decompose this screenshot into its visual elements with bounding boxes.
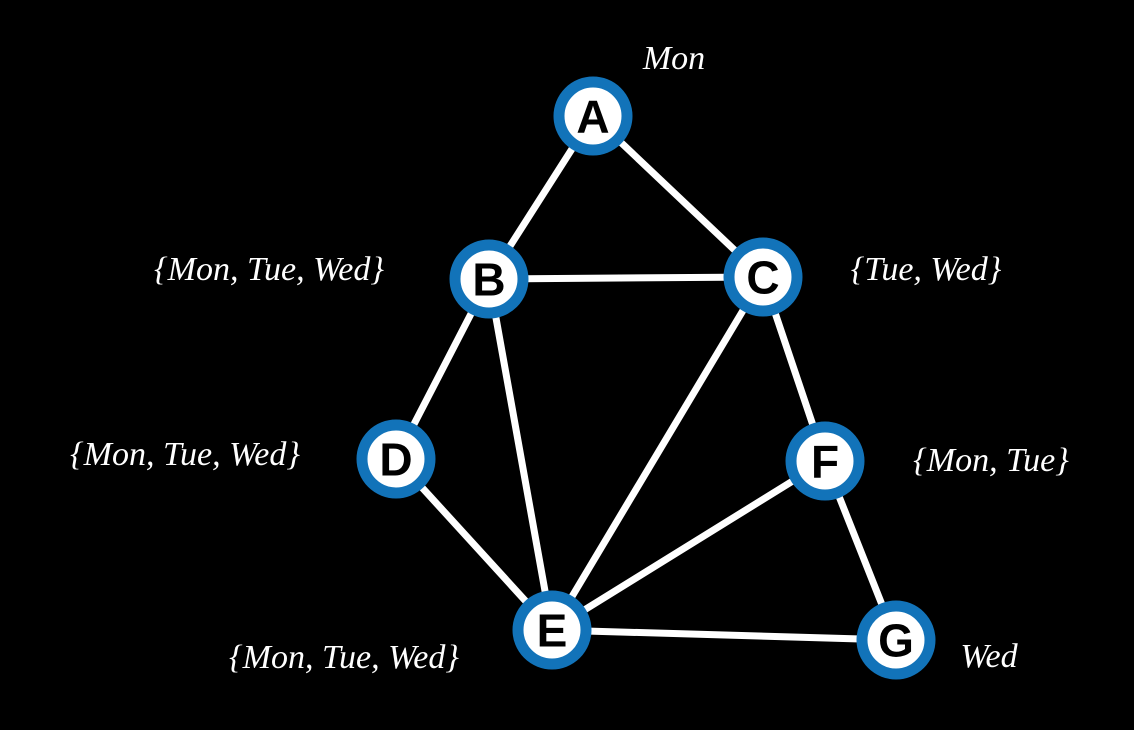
domain-label-D: {Mon, Tue, Wed} <box>70 436 300 473</box>
node-letter-A: A <box>576 91 609 143</box>
node-circle-A <box>553 76 633 156</box>
domain-label-E: {Mon, Tue, Wed} <box>229 639 459 676</box>
edge-E-G <box>548 626 900 644</box>
edge-B-E <box>485 275 556 634</box>
domain-label-G: Wed <box>960 638 1018 675</box>
edge-C-E <box>548 273 767 634</box>
edge-B-C <box>485 273 767 283</box>
domain-label-A: Mon <box>642 40 705 77</box>
node-letter-D: D <box>379 434 412 486</box>
domain-label-B: {Mon, Tue, Wed} <box>154 251 384 288</box>
node-circle-E <box>512 590 592 670</box>
node-letter-G: G <box>878 615 914 667</box>
domain-label-C: {Tue, Wed} <box>851 251 1002 288</box>
node-circle-D <box>356 419 436 499</box>
node-circle-B <box>449 239 529 319</box>
edge-E-F <box>548 457 829 634</box>
node-letter-C: C <box>746 252 779 304</box>
node-circle-C <box>723 237 803 317</box>
node-letter-E: E <box>537 605 568 657</box>
node-circle-F <box>785 421 865 501</box>
domain-label-F: {Mon, Tue} <box>913 442 1069 479</box>
node-circle-G <box>856 600 936 680</box>
node-letter-B: B <box>472 254 505 306</box>
node-letter-F: F <box>811 436 839 488</box>
